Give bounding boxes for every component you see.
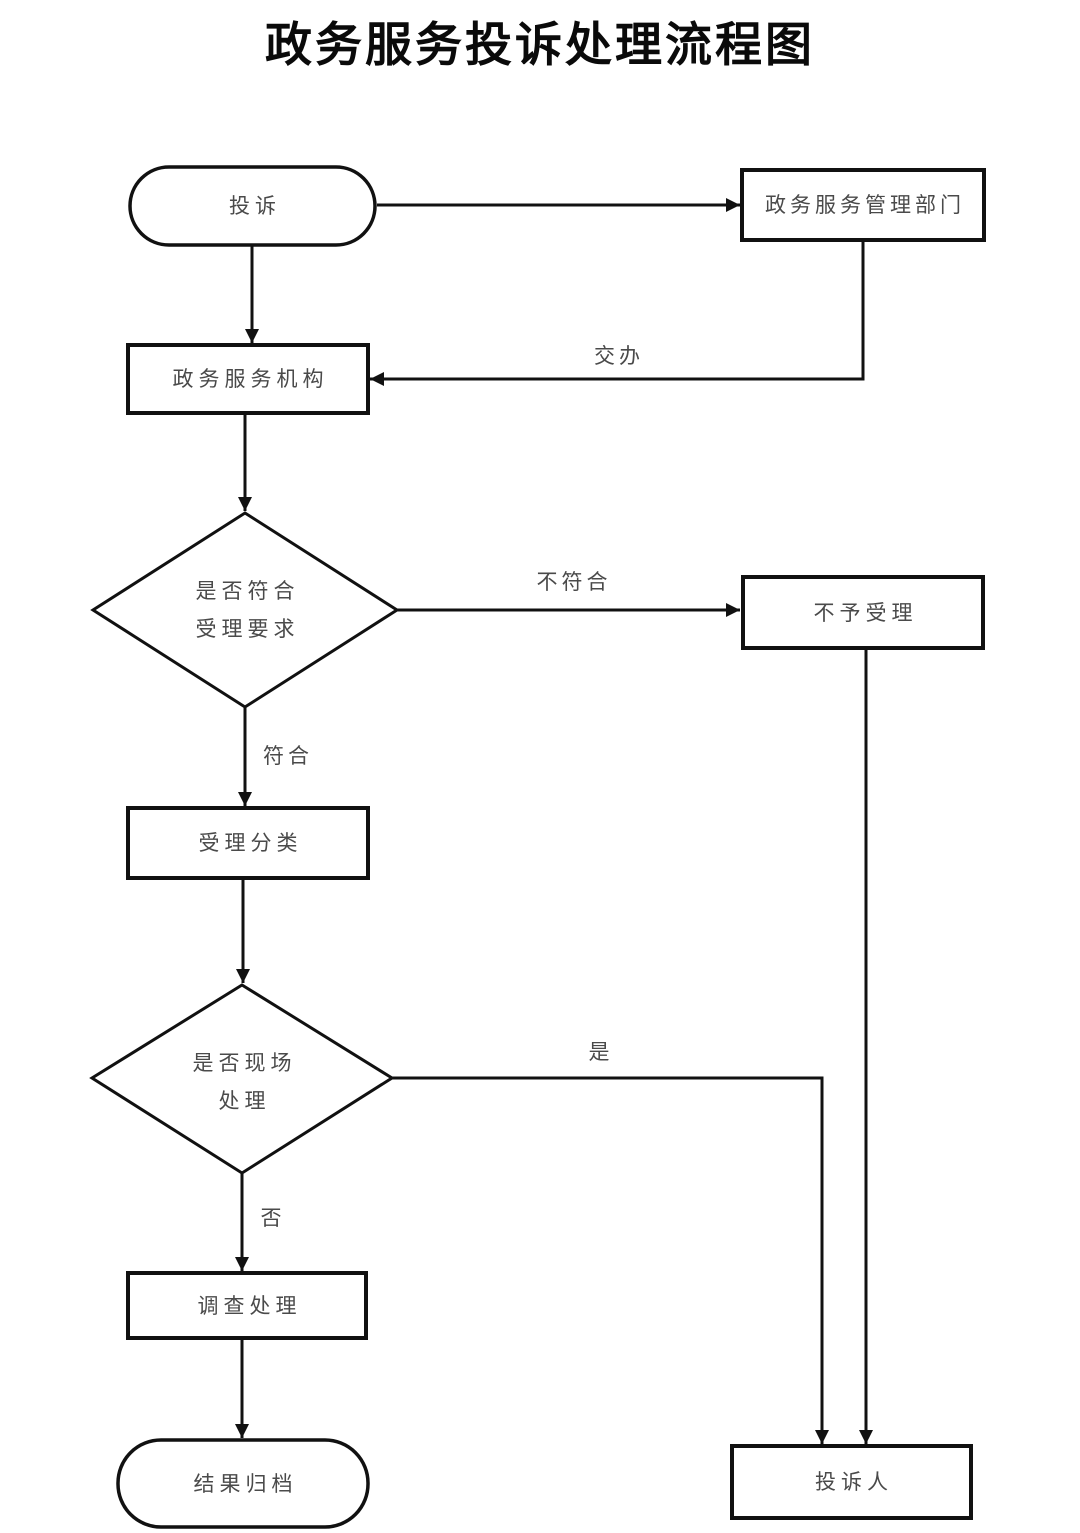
archive-node-label: 结果归档 bbox=[193, 1471, 298, 1496]
decision2-node-label: 是否现场 处理 bbox=[92, 990, 392, 1174]
edge-label-assign: 交办 bbox=[594, 344, 644, 368]
dept-node-label: 政务服务管理部门 bbox=[765, 193, 965, 217]
start-node-shape bbox=[128, 165, 377, 247]
decision2-label-line1: 是否现场 bbox=[192, 1051, 297, 1075]
classify-node-label: 受理分类 bbox=[198, 831, 303, 855]
start-node-label: 投诉 bbox=[229, 194, 281, 218]
edge-dept-to-agency-assign bbox=[370, 240, 865, 386]
edge-decision2-to-complainant-yes bbox=[392, 1076, 829, 1444]
edge-label-conform: 符合 bbox=[263, 744, 313, 768]
dept-node-shape bbox=[740, 168, 986, 242]
decision2-diamond-shape bbox=[89, 983, 395, 1175]
reject-node-shape bbox=[741, 575, 985, 650]
edge-label-yes: 是 bbox=[588, 1040, 614, 1064]
complainant-node-shape bbox=[730, 1444, 973, 1520]
agency-node-label: 政务服务机构 bbox=[172, 367, 329, 391]
decision1-diamond-shape bbox=[90, 511, 400, 709]
investigate-node-shape bbox=[126, 1271, 368, 1340]
reject-node-label: 不予受理 bbox=[813, 600, 918, 625]
classify-node-shape bbox=[126, 806, 370, 880]
decision1-label-line1: 是否符合 bbox=[195, 579, 300, 603]
decision2-label-line2: 处理 bbox=[218, 1089, 271, 1113]
decision1-node-label: 是否符合 受理要求 bbox=[93, 516, 397, 704]
agency-node-shape bbox=[126, 343, 370, 415]
edge-label-no: 否 bbox=[260, 1206, 286, 1230]
edge-label-not-conform: 不符合 bbox=[536, 570, 612, 594]
decision1-label-line2: 受理要求 bbox=[195, 617, 300, 641]
investigate-node-label: 调查处理 bbox=[197, 1293, 302, 1318]
page-title: 政务服务投诉处理流程图 bbox=[265, 18, 815, 73]
archive-node-shape bbox=[116, 1438, 370, 1529]
complainant-node-label: 投诉人 bbox=[815, 1470, 893, 1494]
